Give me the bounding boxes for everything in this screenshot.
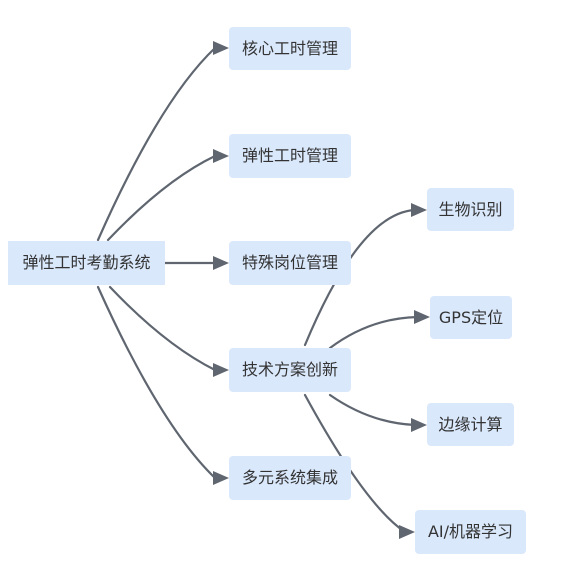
connector-root-to-tech-innovation [108,285,217,372]
arrowhead-core-hours [213,41,229,55]
connector-tech-to-gps [328,315,420,350]
node-edge-computing[interactable]: 边缘计算 [427,403,514,446]
node-flex-hours[interactable]: 弹性工时管理 [229,134,351,178]
node-ai-ml[interactable]: AI/机器学习 [415,510,526,554]
arrowhead-system-integration [213,471,229,485]
connector-root-to-system-integration [96,285,217,480]
connector-tech-to-biometrics [303,208,417,347]
node-core-hours[interactable]: 核心工时管理 [229,27,351,70]
arrowhead-ai-ml [399,525,415,539]
arrowhead-edge-computing [411,418,427,432]
connector-root-to-core-hours [96,46,217,242]
connector-layer [96,46,420,534]
arrowhead-gps [414,310,430,324]
node-gps[interactable]: GPS定位 [430,296,512,339]
connector-tech-to-edge-computing [328,393,417,427]
node-system-integration[interactable]: 多元系统集成 [229,456,351,500]
arrowhead-biometrics [411,203,427,217]
arrowhead-special-posts [213,256,229,270]
root-node[interactable]: 弹性工时考勤系统 [8,241,165,285]
connector-tech-to-ai-ml [303,393,407,534]
node-biometrics[interactable]: 生物识别 [427,188,514,231]
arrowhead-layer [213,41,430,539]
arrowhead-tech-innovation [213,363,229,377]
arrowhead-flex-hours [213,149,229,163]
node-special-posts[interactable]: 特殊岗位管理 [229,241,351,285]
connector-root-to-flex-hours [106,154,217,242]
node-tech-innovation[interactable]: 技术方案创新 [229,348,351,392]
